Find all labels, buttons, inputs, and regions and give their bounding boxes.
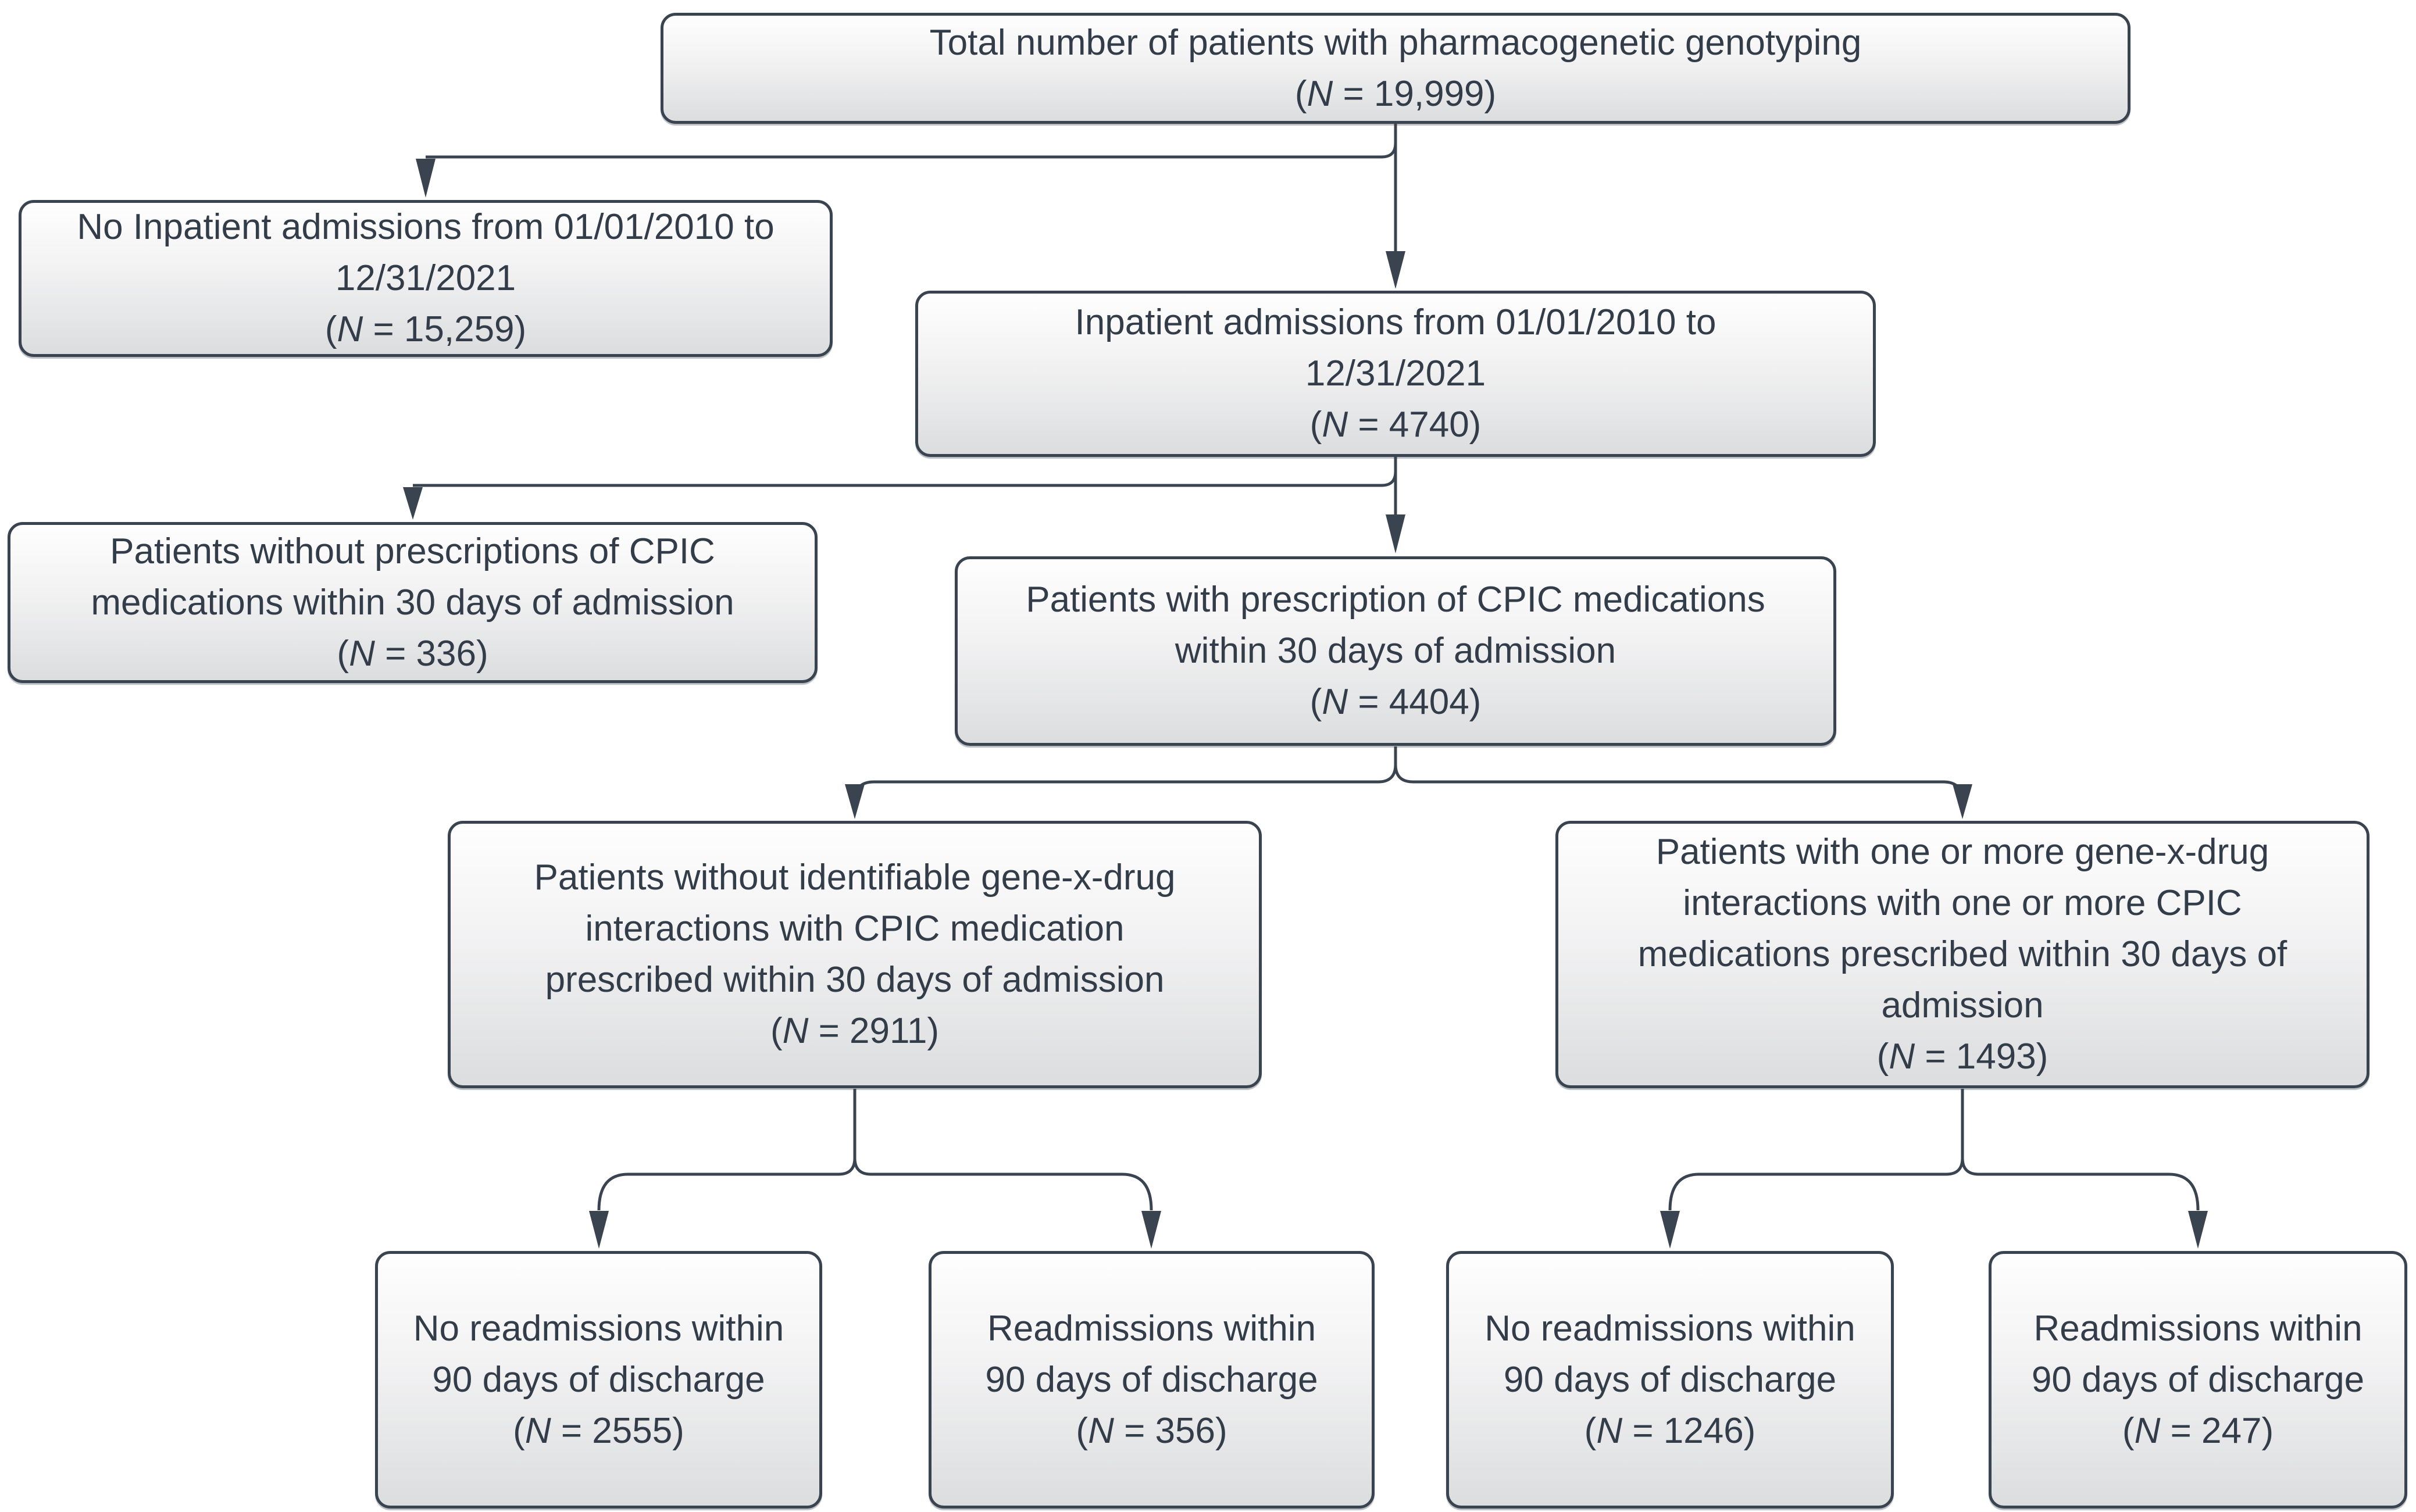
node-no-inpatient-admissions: No Inpatient admissions from 01/01/2010 … <box>19 200 833 357</box>
node-text: Patients without prescriptions of CPIC <box>110 531 715 571</box>
node-n-value: (N = 19,999) <box>1294 73 1497 114</box>
node-text: prescribed within 30 days of admission <box>545 960 1165 1000</box>
node-cpic-prescriptions: Patients with prescription of CPIC medic… <box>955 556 1836 746</box>
node-n-value: (N = 4740) <box>1309 405 1482 445</box>
node-text: admission <box>1881 985 2044 1025</box>
node-text: Patients with prescription of CPIC medic… <box>1026 580 1765 620</box>
node-n-value: (N = 2555) <box>513 1410 684 1451</box>
node-readmissions-nogene: Readmissions within 90 days of discharge… <box>929 1251 1375 1509</box>
node-total-genotyped: Total number of patients with pharmacoge… <box>661 13 2130 124</box>
node-gene-drug-interactions: Patients with one or more gene-x-drug in… <box>1555 821 2369 1088</box>
node-n-value: (N = 336) <box>337 633 488 674</box>
node-text: Readmissions within <box>987 1308 1316 1349</box>
node-text: 90 days of discharge <box>2031 1359 2365 1400</box>
node-text: medications prescribed within 30 days of <box>1637 934 2287 974</box>
node-no-readmissions-gene: No readmissions within 90 days of discha… <box>1446 1251 1894 1509</box>
node-text: 90 days of discharge <box>985 1359 1318 1400</box>
node-text: No Inpatient admissions from 01/01/2010 … <box>77 207 775 247</box>
node-inpatient-admissions: Inpatient admissions from 01/01/2010 to … <box>915 291 1876 457</box>
connector-inpatient-split <box>403 457 1405 553</box>
connector-rx-split <box>845 746 1972 819</box>
connector-total-split <box>416 124 1405 289</box>
node-n-value: (N = 4404) <box>1309 682 1482 722</box>
node-n-value: (N = 356) <box>1076 1410 1227 1451</box>
node-no-gene-drug-interactions: Patients without identifiable gene-x-dru… <box>448 821 1262 1088</box>
connector-nogene-split <box>589 1089 1161 1249</box>
node-n-value: (N = 1493) <box>1876 1036 2049 1077</box>
node-text: medications within 30 days of admission <box>91 582 734 623</box>
connector-gene-split <box>1660 1089 2208 1249</box>
node-text: 12/31/2021 <box>335 258 516 298</box>
node-text: Readmissions within <box>2033 1308 2363 1349</box>
node-text: 90 days of discharge <box>1503 1359 1837 1400</box>
node-text: interactions with one or more CPIC <box>1683 883 2242 923</box>
node-text: Inpatient admissions from 01/01/2010 to <box>1075 302 1716 342</box>
node-n-value: (N = 2911) <box>770 1011 940 1051</box>
node-no-cpic-prescriptions: Patients without prescriptions of CPIC m… <box>8 522 818 683</box>
node-n-value: (N = 247) <box>2122 1410 2274 1451</box>
node-text: Patients with one or more gene-x-drug <box>1655 832 2269 872</box>
node-readmissions-gene: Readmissions within 90 days of discharge… <box>1989 1251 2407 1509</box>
node-text: within 30 days of admission <box>1175 631 1616 671</box>
node-text: interactions with CPIC medication <box>585 909 1125 949</box>
node-text: 12/31/2021 <box>1305 353 1486 394</box>
node-text: 90 days of discharge <box>432 1359 765 1400</box>
node-n-value: (N = 1246) <box>1584 1410 1756 1451</box>
node-no-readmissions-nogene: No readmissions within 90 days of discha… <box>375 1251 822 1509</box>
node-text: No readmissions within <box>413 1308 784 1349</box>
node-text: No readmissions within <box>1484 1308 1855 1349</box>
node-n-value: (N = 15,259) <box>324 309 527 349</box>
node-text: Total number of patients with pharmacoge… <box>929 22 1862 63</box>
node-text: Patients without identifiable gene-x-dru… <box>534 857 1176 898</box>
